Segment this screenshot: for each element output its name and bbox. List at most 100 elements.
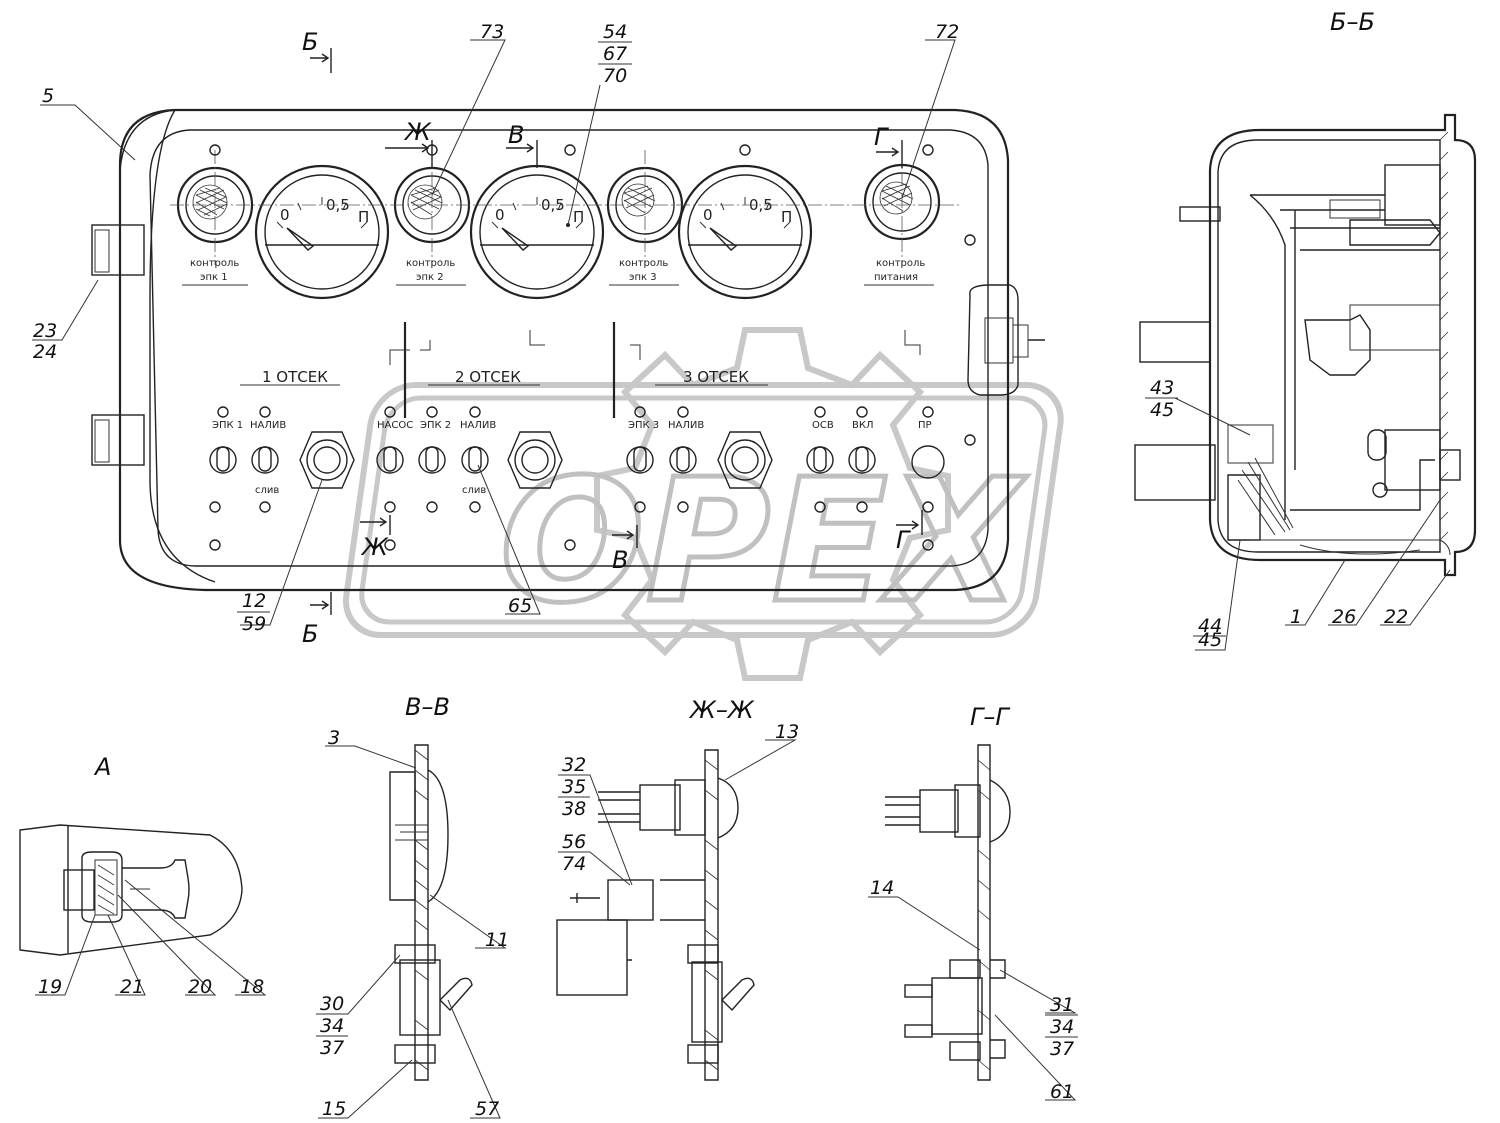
svg-text:54: 54: [603, 21, 627, 43]
svg-text:45: 45: [1198, 629, 1222, 651]
svg-text:20: 20: [188, 976, 212, 998]
gauge-3-full: П: [781, 208, 792, 226]
svg-text:В: В: [508, 121, 524, 149]
section-vv-leaders: [318, 745, 507, 1119]
view-a: А: [19, 753, 267, 996]
svg-text:контроль: контроль: [619, 258, 668, 269]
panel-leaders: [32, 39, 956, 626]
svg-text:57: 57: [475, 1098, 499, 1120]
svg-text:контроль: контроль: [190, 258, 239, 269]
svg-text:В: В: [612, 546, 628, 574]
svg-text:35: 35: [562, 776, 586, 798]
svg-text:Ж: Ж: [403, 118, 432, 146]
compartment-2-label: 2 ОТСЕК: [455, 368, 521, 386]
svg-text:23: 23: [33, 320, 57, 342]
switch-labels: ЭПК 1 НАЛИВ НАСОС ЭПК 2 НАЛИВ ЭПК 3 НАЛИ…: [212, 420, 932, 496]
svg-text:59: 59: [242, 613, 266, 635]
view-a-title: А: [93, 753, 111, 781]
svg-text:12: 12: [242, 590, 266, 612]
svg-text:Г: Г: [896, 526, 911, 554]
gauge-2: 0 0,5 П: [469, 164, 605, 300]
svg-text:67: 67: [603, 43, 627, 65]
svg-text:Г: Г: [874, 123, 889, 151]
svg-text:ЭПК 2: ЭПК 2: [420, 420, 451, 431]
svg-text:44: 44: [1198, 615, 1222, 637]
svg-text:Б: Б: [302, 620, 318, 648]
svg-text:32: 32: [562, 754, 586, 776]
watermark: OPEX: [342, 327, 1064, 681]
svg-text:65: 65: [508, 595, 532, 617]
svg-text:21: 21: [120, 976, 144, 998]
svg-text:56: 56: [562, 831, 586, 853]
lamp-label-2: контроль эпк 2: [396, 258, 466, 286]
screws: [209, 144, 976, 551]
svg-text:14: 14: [870, 877, 894, 899]
svg-text:1: 1: [1290, 606, 1302, 628]
gauge-2-full: П: [573, 208, 584, 226]
svg-text:Б: Б: [302, 28, 318, 56]
watermark-frame-inner: [359, 395, 1048, 625]
section-gg-leaders: [868, 896, 1077, 1101]
svg-text:24: 24: [33, 341, 57, 363]
svg-text:26: 26: [1332, 606, 1356, 628]
svg-text:37: 37: [320, 1037, 344, 1059]
section-gg-title: Г–Г: [970, 703, 1010, 731]
lamp-label-1: контроль эпк 1: [182, 258, 248, 286]
svg-text:15: 15: [322, 1098, 346, 1120]
hex-buttons: [299, 431, 773, 489]
lamp-label-3: контроль эпк 3: [609, 258, 679, 286]
svg-text:43: 43: [1150, 377, 1174, 399]
svg-text:34: 34: [320, 1015, 344, 1037]
svg-text:5: 5: [42, 85, 54, 107]
watermark-text: OPEX: [500, 443, 1028, 641]
section-zhzh-title: Ж–Ж: [688, 696, 755, 724]
svg-text:НАСОС: НАСОС: [377, 420, 413, 431]
svg-text:НАЛИВ: НАЛИВ: [668, 420, 704, 431]
callout-numbers: 5 73 54 67 70 72 23 24 12 59 65 43 45 44…: [33, 21, 1408, 1120]
section-gg: Г–Г: [868, 703, 1077, 1101]
gauge-3-zero: 0: [703, 206, 713, 224]
svg-text:эпк 2: эпк 2: [416, 272, 444, 283]
section-zhzh: Ж–Ж: [556, 696, 797, 1081]
section-vv-title: В–В: [405, 693, 450, 721]
svg-text:22: 22: [1384, 606, 1408, 628]
compartment-3-label: 3 ОТСЕК: [683, 368, 749, 386]
svg-text:3: 3: [328, 727, 340, 749]
svg-text:НАЛИВ: НАЛИВ: [250, 420, 286, 431]
svg-text:Ж: Ж: [360, 533, 389, 561]
gauge-3: 0 0,5 П: [677, 164, 813, 300]
drain-label-2: слив: [462, 485, 486, 496]
svg-text:37: 37: [1050, 1038, 1074, 1060]
svg-text:31: 31: [1050, 994, 1074, 1016]
svg-text:74: 74: [562, 853, 586, 875]
cut-markers: Б Б Ж Ж В В Г Г: [302, 28, 923, 648]
svg-text:ПР: ПР: [918, 420, 932, 431]
svg-text:11: 11: [485, 929, 509, 951]
svg-text:18: 18: [240, 976, 264, 998]
svg-text:ОСВ: ОСВ: [812, 420, 834, 431]
compartment-1-label: 1 ОТСЕК: [262, 368, 328, 386]
section-zhzh-leaders: [560, 739, 797, 886]
drain-label-1: слив: [255, 485, 279, 496]
svg-text:контроль: контроль: [406, 258, 455, 269]
gauge-1: 0 0,5 П: [254, 164, 390, 300]
control-panel-front-view: 0 0,5 П 0 0,5 П 0 0,5 П: [32, 28, 1045, 648]
toggle-switches: [209, 445, 945, 479]
svg-text:НАЛИВ: НАЛИВ: [460, 420, 496, 431]
svg-text:13: 13: [775, 721, 799, 743]
svg-text:контроль: контроль: [876, 258, 925, 269]
gauge-2-zero: 0: [495, 206, 505, 224]
svg-text:30: 30: [320, 993, 344, 1015]
view-a-leaders: [35, 879, 267, 996]
gauge-1-full: П: [358, 208, 369, 226]
svg-text:38: 38: [562, 798, 586, 820]
svg-text:ЭПК 3: ЭПК 3: [628, 420, 659, 431]
lamp-label-4: контроль питания: [864, 258, 934, 286]
svg-text:73: 73: [480, 21, 504, 43]
svg-text:70: 70: [603, 65, 627, 87]
svg-text:72: 72: [935, 21, 959, 43]
svg-text:питания: питания: [874, 272, 918, 283]
section-vv: В–В: [318, 693, 507, 1119]
svg-text:эпк 3: эпк 3: [629, 272, 657, 283]
